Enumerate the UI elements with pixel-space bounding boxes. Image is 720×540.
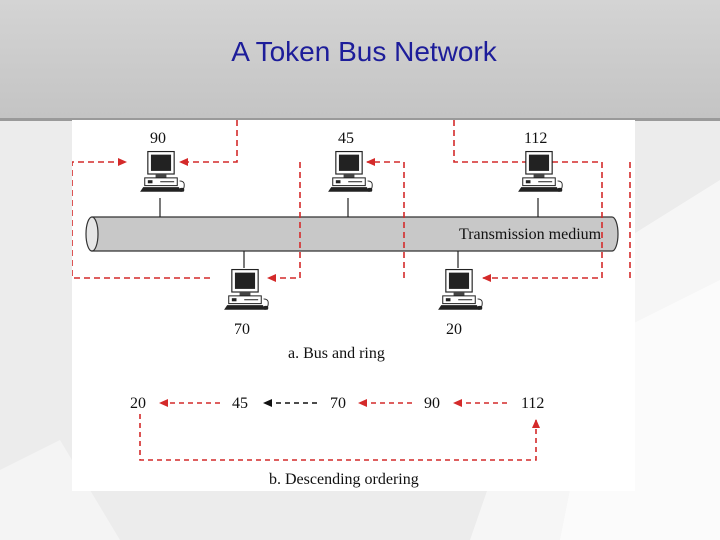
ordering-label-90: 90 xyxy=(424,395,440,412)
station-70-computer xyxy=(223,268,269,311)
station-label-70: 70 xyxy=(234,321,250,338)
station-45-computer xyxy=(327,150,373,193)
station-label-90: 90 xyxy=(150,130,166,147)
transmission-medium-bus xyxy=(85,216,619,252)
station-90-computer xyxy=(139,150,185,193)
station-taps xyxy=(159,198,539,268)
title-band xyxy=(0,0,720,121)
network-diagram xyxy=(72,120,631,461)
caption-b: b. Descending ordering xyxy=(269,471,419,488)
ordering-label-70: 70 xyxy=(330,395,346,412)
ordering-arrows xyxy=(139,399,540,461)
station-20-computer xyxy=(437,268,483,311)
logical-ring xyxy=(72,120,631,282)
caption-a: a. Bus and ring xyxy=(288,345,385,362)
bus-label: Transmission medium xyxy=(459,226,602,243)
ordering-label-20: 20 xyxy=(130,395,146,412)
station-label-20: 20 xyxy=(446,321,462,338)
station-112-computer xyxy=(517,150,563,193)
ordering-label-112: 112 xyxy=(521,395,545,412)
station-label-45: 45 xyxy=(338,130,354,147)
token-bus-figure: 90 45 112 70 20 Transmission medium a. B… xyxy=(72,120,635,491)
slide-title: A Token Bus Network xyxy=(231,36,497,67)
station-label-112: 112 xyxy=(524,130,548,147)
ordering-label-45: 45 xyxy=(232,395,248,412)
